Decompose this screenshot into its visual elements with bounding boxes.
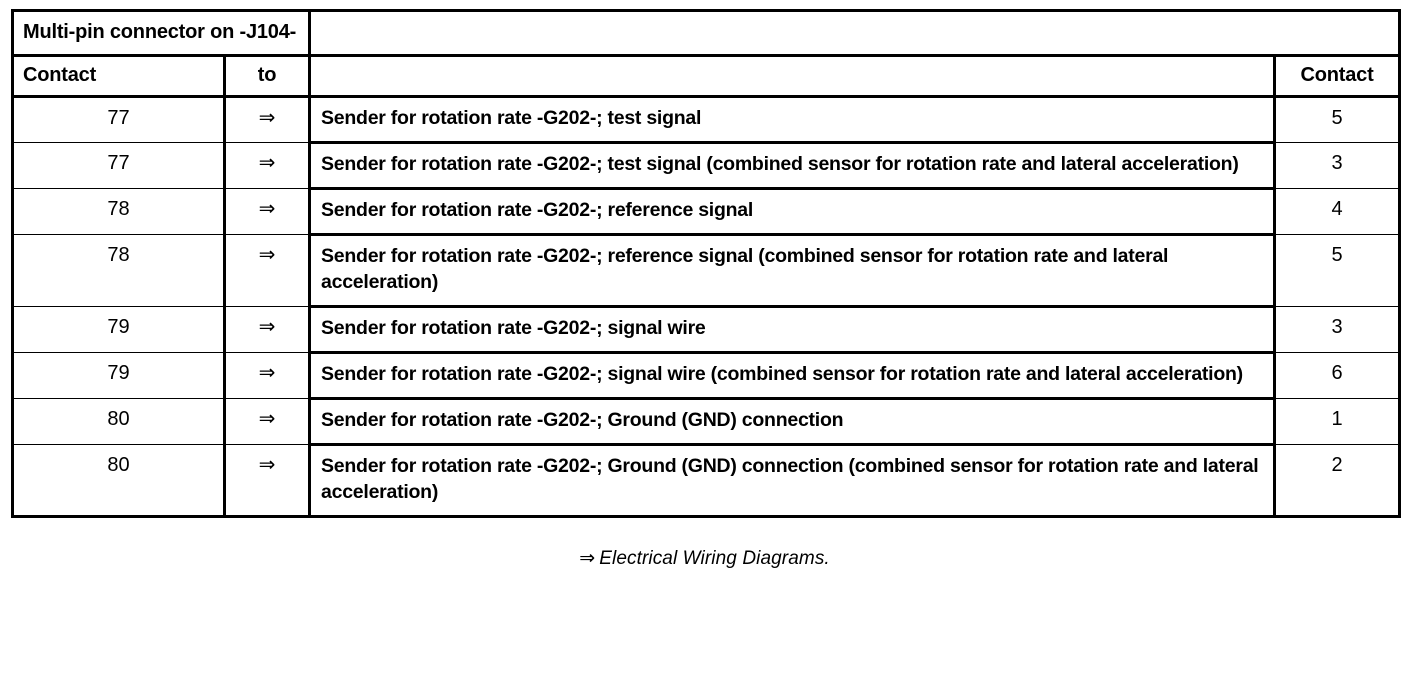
table-row: 79 ⇒ Sender for rotation rate -G202-; si… (12, 350, 1401, 400)
cell-contact-left: 80 (12, 397, 226, 445)
cell-description: Sender for rotation rate -G202-; Ground … (309, 442, 1277, 517)
double-right-arrow-icon: ⇒ (258, 359, 276, 384)
cell-description: Sender for rotation rate -G202-; test si… (309, 96, 1277, 145)
table-row: 77 ⇒ Sender for rotation rate -G202-; te… (12, 96, 1401, 145)
connector-title-cell: Multi-pin connector on -J104- (11, 9, 312, 58)
table-row: 79 ⇒ Sender for rotation rate -G202-; si… (12, 305, 1401, 354)
cell-contact-right: 5 (1274, 234, 1401, 307)
double-right-arrow-icon: ⇒ (258, 314, 276, 338)
table-body: Multi-pin connector on -J104- Contact to… (11, 9, 1401, 517)
column-header-contact-right: Contact (1273, 55, 1401, 99)
footnote-text: Electrical Wiring Diagrams. (599, 547, 830, 569)
cell-contact-right: 6 (1274, 351, 1401, 399)
cell-arrow: ⇒ (223, 397, 312, 445)
cell-contact-right: 3 (1274, 306, 1401, 353)
double-right-arrow-icon: ⇒ (258, 150, 276, 175)
cell-contact-left: 77 (12, 142, 226, 190)
footnote: ⇒Electrical Wiring Diagrams. (11, 547, 1398, 570)
cell-contact-right: 2 (1274, 443, 1401, 517)
table-row: 80 ⇒ Sender for rotation rate -G202-; Gr… (12, 396, 1401, 446)
table-header-columns-row: Contact to Contact (11, 55, 1401, 99)
header-blank-cell (309, 9, 1401, 58)
table-row: 77 ⇒ Sender for rotation rate -G202-; te… (12, 141, 1401, 191)
cell-contact-left: 78 (12, 234, 226, 307)
cell-description: Sender for rotation rate -G202-; Ground … (309, 396, 1277, 446)
cell-arrow: ⇒ (223, 142, 312, 190)
cell-description: Sender for rotation rate -G202-; test si… (309, 141, 1277, 191)
cell-arrow: ⇒ (223, 188, 312, 236)
cell-contact-right: 1 (1274, 397, 1401, 445)
column-header-to: to (223, 55, 312, 99)
table-header-title-row: Multi-pin connector on -J104- (11, 9, 1401, 58)
cell-arrow: ⇒ (223, 443, 312, 517)
cell-contact-left: 78 (12, 188, 226, 236)
cell-contact-left: 80 (12, 443, 226, 517)
cell-description: Sender for rotation rate -G202-; signal … (309, 350, 1277, 400)
column-header-contact-left: Contact (11, 55, 226, 99)
table-row: 78 ⇒ Sender for rotation rate -G202-; re… (12, 187, 1401, 237)
cell-contact-right: 5 (1274, 96, 1401, 144)
double-right-arrow-icon: ⇒ (258, 105, 276, 130)
cell-contact-left: 79 (12, 306, 226, 353)
cell-contact-right: 4 (1274, 188, 1401, 236)
cell-arrow: ⇒ (223, 306, 312, 353)
double-right-arrow-icon: ⇒ (579, 546, 596, 569)
cell-description: Sender for rotation rate -G202-; referen… (309, 187, 1277, 237)
double-right-arrow-icon: ⇒ (258, 405, 276, 430)
table-row: 80 ⇒ Sender for rotation rate -G202-; Gr… (12, 442, 1401, 517)
double-right-arrow-icon: ⇒ (258, 196, 276, 221)
cell-arrow: ⇒ (223, 96, 312, 144)
table-row: 78 ⇒ Sender for rotation rate -G202-; re… (12, 233, 1401, 308)
cell-contact-left: 77 (12, 96, 226, 144)
connector-pin-assignment-table: Multi-pin connector on -J104- Contact to… (11, 9, 1402, 518)
double-right-arrow-icon: ⇒ (258, 242, 276, 267)
cell-contact-right: 3 (1274, 142, 1401, 190)
cell-description: Sender for rotation rate -G202-; signal … (309, 305, 1277, 354)
cell-arrow: ⇒ (223, 351, 312, 399)
cell-contact-left: 79 (12, 351, 226, 399)
column-header-description-blank (309, 55, 1275, 99)
cell-arrow: ⇒ (223, 234, 312, 307)
cell-description: Sender for rotation rate -G202-; referen… (309, 233, 1277, 308)
double-right-arrow-icon: ⇒ (258, 451, 276, 476)
